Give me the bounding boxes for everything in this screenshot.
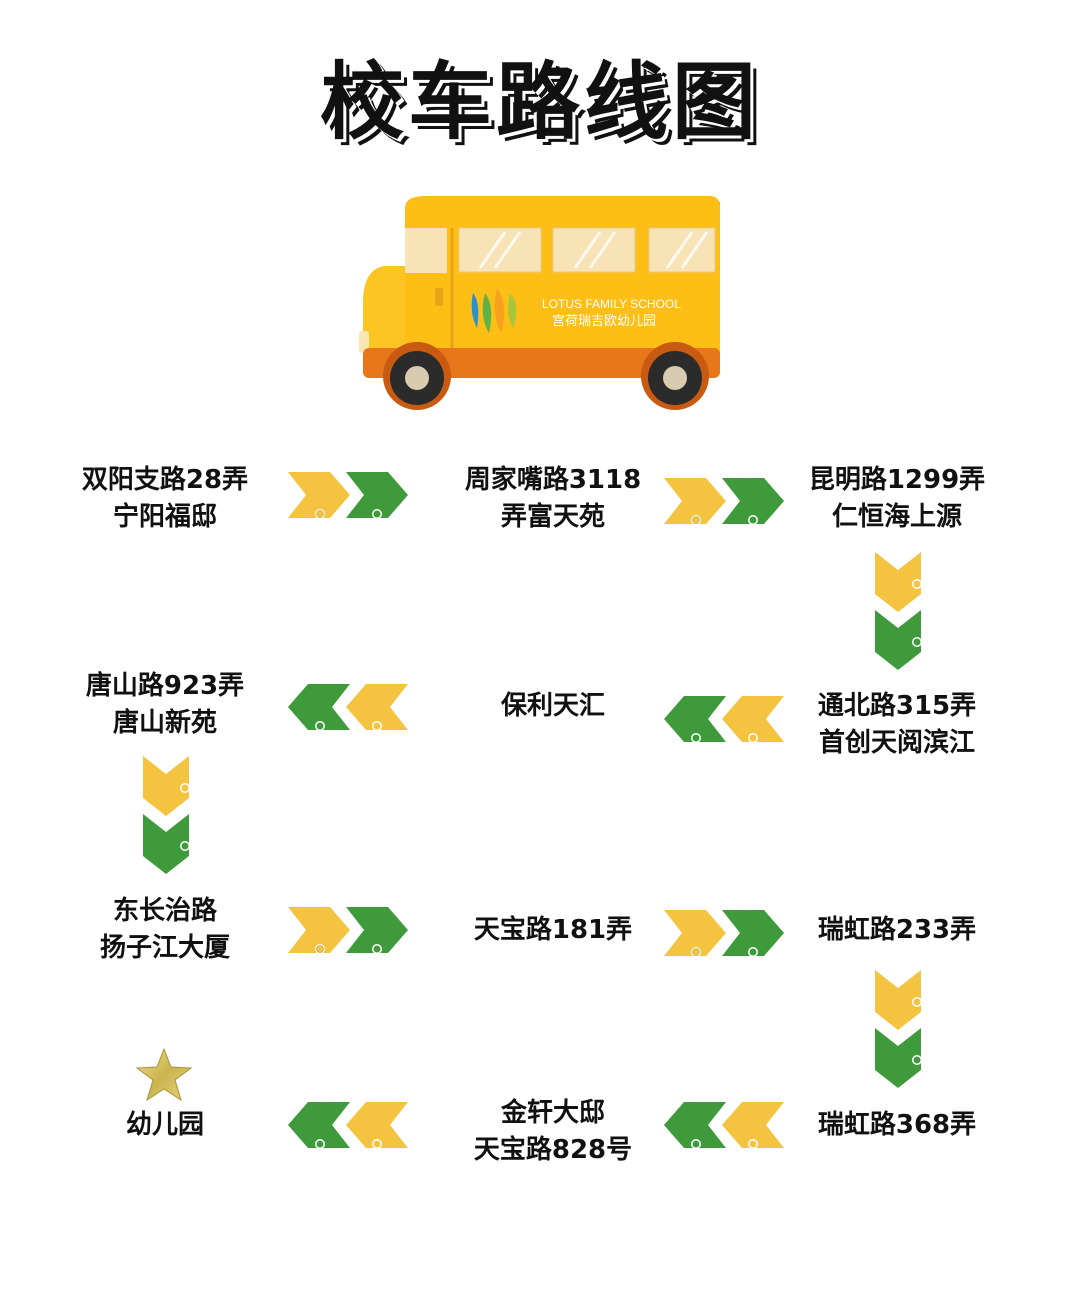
stop-line: 天宝路181弄 bbox=[473, 915, 633, 945]
route-arrow bbox=[875, 970, 922, 1088]
route-stop: 瑞虹路233弄 bbox=[777, 912, 1017, 949]
stop-line: 弄富天苑 bbox=[500, 502, 605, 532]
arrow-chevron-green bbox=[143, 814, 189, 874]
arrow-dot bbox=[181, 784, 189, 792]
route-arrow bbox=[664, 478, 784, 525]
arrow-chevron-green bbox=[722, 910, 784, 956]
route-stop: 通北路315弄首创天阅滨江 bbox=[777, 688, 1017, 762]
arrow-chevron-green bbox=[875, 1028, 921, 1088]
route-arrow bbox=[288, 1102, 408, 1149]
arrow-dot bbox=[373, 1140, 381, 1148]
arrow-chevron-yellow bbox=[664, 478, 726, 524]
route-stop: 瑞虹路368弄 bbox=[777, 1107, 1017, 1144]
arrow-dot bbox=[913, 998, 921, 1006]
arrow-dot bbox=[692, 734, 700, 742]
stop-line: 通北路315弄 bbox=[817, 691, 977, 721]
page-title: 校车路线图 bbox=[319, 53, 760, 151]
arrow-dot bbox=[749, 948, 757, 956]
arrow-chevron-green bbox=[288, 1102, 350, 1148]
stop-line: 保利天汇 bbox=[500, 691, 605, 721]
school-name-en: LOTUS FAMILY SCHOOL bbox=[542, 297, 681, 311]
arrow-chevron-yellow bbox=[722, 696, 784, 742]
arrow-chevron-yellow bbox=[722, 1102, 784, 1148]
arrow-chevron-green bbox=[346, 907, 408, 953]
stop-line: 幼儿园 bbox=[125, 1110, 204, 1140]
route-stop: 金轩大邸天宝路828号 bbox=[433, 1095, 673, 1169]
route-arrow bbox=[288, 472, 408, 519]
stop-line: 东长治路 bbox=[112, 896, 217, 926]
arrow-dot bbox=[316, 945, 324, 953]
route-stop: 双阳支路28弄宁阳福邸 bbox=[45, 462, 285, 536]
arrow-dot bbox=[373, 945, 381, 953]
route-arrow bbox=[664, 1102, 784, 1149]
arrow-dot bbox=[316, 1140, 324, 1148]
arrow-chevron-green bbox=[664, 1102, 726, 1148]
route-stop: 唐山路923弄唐山新苑 bbox=[45, 668, 285, 742]
arrow-chevron-yellow bbox=[664, 910, 726, 956]
arrow-chevron-yellow bbox=[875, 552, 921, 612]
arrow-dot bbox=[749, 516, 757, 524]
arrow-dot bbox=[316, 510, 324, 518]
route-arrow bbox=[288, 684, 408, 731]
arrow-dot bbox=[373, 510, 381, 518]
stop-line: 瑞虹路233弄 bbox=[817, 915, 977, 945]
arrow-chevron-green bbox=[875, 610, 921, 670]
arrow-dot bbox=[913, 1056, 921, 1064]
arrow-chevron-green bbox=[288, 684, 350, 730]
route-arrow bbox=[288, 907, 408, 954]
arrow-chevron-yellow bbox=[143, 756, 189, 816]
route-stop: 天宝路181弄 bbox=[433, 912, 673, 949]
arrow-dot bbox=[913, 580, 921, 588]
stop-line: 金轩大邸 bbox=[500, 1098, 605, 1128]
stop-line: 首创天阅滨江 bbox=[818, 728, 975, 758]
stop-line: 唐山新苑 bbox=[112, 708, 217, 738]
arrow-dot bbox=[692, 1140, 700, 1148]
route-stop: 保利天汇 bbox=[433, 688, 673, 725]
arrow-dot bbox=[749, 1140, 757, 1148]
arrow-chevron-green bbox=[722, 478, 784, 524]
arrow-chevron-yellow bbox=[288, 472, 350, 518]
route-arrow bbox=[143, 756, 190, 874]
route-stop: 周家嘴路3118 弄富天苑 bbox=[433, 462, 673, 536]
arrow-chevron-green bbox=[346, 472, 408, 518]
arrow-chevron-green bbox=[664, 696, 726, 742]
route-stop: 昆明路1299弄仁恒海上源 bbox=[777, 462, 1017, 536]
arrow-dot bbox=[913, 638, 921, 646]
arrow-chevron-yellow bbox=[288, 907, 350, 953]
stop-line: 昆明路1299弄 bbox=[808, 465, 986, 495]
arrow-dot bbox=[692, 516, 700, 524]
route-stop destination-stop: 幼儿园 bbox=[45, 1107, 285, 1144]
stop-line: 唐山路923弄 bbox=[85, 671, 245, 701]
route-arrow bbox=[664, 696, 784, 743]
arrow-dot bbox=[692, 948, 700, 956]
stop-line: 扬子江大厦 bbox=[99, 933, 230, 963]
stop-line: 双阳支路28弄 bbox=[81, 465, 249, 495]
arrow-dot bbox=[316, 722, 324, 730]
route-stop: 东长治路扬子江大厦 bbox=[45, 893, 285, 967]
stop-line: 仁恒海上源 bbox=[831, 502, 962, 532]
stop-line: 周家嘴路3118 bbox=[464, 465, 642, 495]
arrow-chevron-yellow bbox=[346, 1102, 408, 1148]
arrow-dot bbox=[373, 722, 381, 730]
stop-line: 宁阳福邸 bbox=[112, 502, 217, 532]
school-bus-illustration: LOTUS FAMILY SCHOOL 宫荷瑞吉欧幼儿园 bbox=[359, 196, 720, 410]
school-name-cn: 宫荷瑞吉欧幼儿园 bbox=[552, 314, 656, 329]
arrow-dot bbox=[749, 734, 757, 742]
arrow-chevron-yellow bbox=[875, 970, 921, 1030]
route-arrow bbox=[875, 552, 922, 670]
arrow-dot bbox=[181, 842, 189, 850]
lotus-logo-icon bbox=[471, 288, 517, 333]
stop-line: 瑞虹路368弄 bbox=[817, 1110, 977, 1140]
arrow-chevron-yellow bbox=[346, 684, 408, 730]
route-arrow bbox=[664, 910, 784, 957]
stop-line: 天宝路828号 bbox=[473, 1135, 633, 1165]
gold-star-icon bbox=[135, 1047, 193, 1102]
